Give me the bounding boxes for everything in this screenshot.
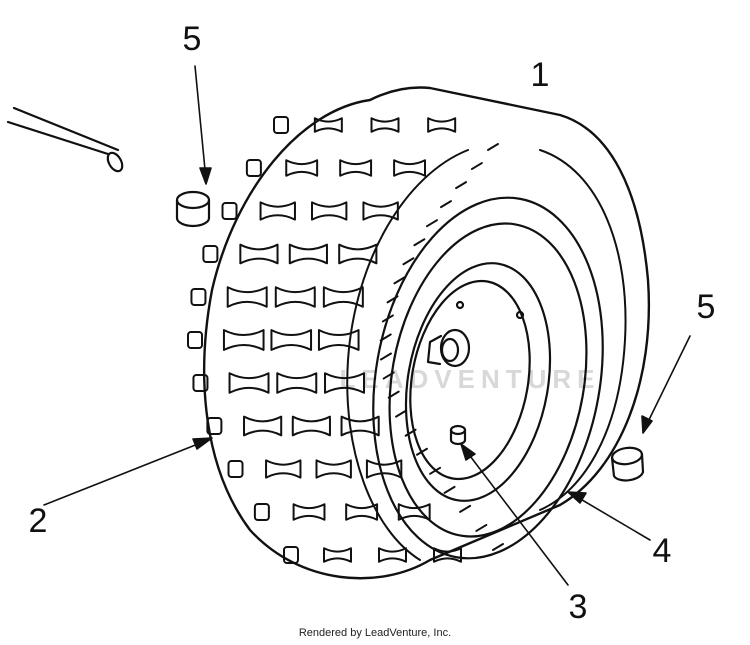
tread-lug <box>397 503 431 521</box>
tread-lug <box>259 201 296 221</box>
tread-lug <box>362 201 399 221</box>
sidewall-serration <box>470 162 483 171</box>
arrowhead-3 <box>460 443 476 461</box>
tread-lug <box>317 329 360 351</box>
sidewall-serration <box>425 219 438 228</box>
tread-edge-block <box>202 245 219 263</box>
tread-edge-block <box>245 159 262 177</box>
tread-lug <box>370 117 400 133</box>
sidewall-serration <box>379 352 392 361</box>
tread-lug <box>276 372 318 394</box>
valve-stem <box>449 424 467 446</box>
tread-lug <box>310 201 348 221</box>
tread-lug <box>322 286 364 308</box>
arrowhead-5-right <box>641 415 653 434</box>
sidewall-serration <box>487 143 499 151</box>
tread-lug <box>340 415 380 437</box>
wheel-hub <box>426 300 525 368</box>
tread-edge-block <box>273 116 289 134</box>
callout-5-left: 5 <box>183 20 202 58</box>
tread-edge-block <box>187 331 203 349</box>
tread-lug <box>345 503 379 521</box>
callout-1: 1 <box>531 56 550 94</box>
callout-3: 3 <box>569 588 588 626</box>
tread-lug <box>339 159 373 177</box>
sidewall-serration <box>439 200 452 209</box>
tread-lug <box>433 547 462 563</box>
sidewall-serration <box>443 485 456 494</box>
leader-5-left <box>194 65 207 181</box>
axle-shaft <box>6 106 124 173</box>
callout-2: 2 <box>29 502 48 540</box>
tread-lug <box>313 117 343 133</box>
tread-lug <box>427 117 457 133</box>
tread-lug <box>292 503 326 521</box>
tread-lug <box>222 329 265 351</box>
sidewall-serration <box>413 238 426 247</box>
tread-lug <box>228 372 270 394</box>
tread-lug <box>323 547 352 563</box>
tread-lug <box>393 159 426 177</box>
sidewall-serration <box>475 523 488 532</box>
tread-edge-block <box>192 374 209 392</box>
sidewall-serration <box>395 409 408 418</box>
tread-edge-block <box>206 417 223 435</box>
tread-lug <box>315 459 352 479</box>
leader-4 <box>571 493 651 541</box>
sidewall-serration <box>492 543 504 551</box>
tread-lug <box>226 286 268 308</box>
tread-edge-block <box>227 460 244 478</box>
tread-lug <box>378 547 407 563</box>
tire <box>203 86 651 580</box>
callout-5-right: 5 <box>697 288 716 326</box>
sidewall-serration <box>455 181 468 190</box>
arrowhead-4 <box>567 491 587 504</box>
watermark: LEADVENTURE <box>339 364 600 394</box>
leader-2 <box>43 439 209 506</box>
sidewall-serration <box>459 504 472 513</box>
sidewall-serration <box>393 276 406 285</box>
arrowhead-2 <box>192 437 213 450</box>
tread-edge-block <box>190 288 207 306</box>
tread-edge-block <box>221 202 238 220</box>
tread-lug <box>285 159 319 177</box>
leader-lines <box>43 65 691 586</box>
tread-lug <box>265 459 302 479</box>
tread-lug <box>324 372 366 394</box>
tread-lug <box>274 286 316 308</box>
tread-lug <box>288 243 328 265</box>
leader-5-right <box>643 335 691 431</box>
tread-lug <box>338 243 378 265</box>
credit-line: Rendered by LeadVenture, Inc. <box>299 627 451 639</box>
tread-lug <box>270 329 313 351</box>
bushing-left <box>175 190 211 228</box>
wheel-rim <box>372 196 604 560</box>
leader-3 <box>463 447 569 586</box>
bushing-right <box>610 446 645 482</box>
tread-lug <box>243 415 283 437</box>
callout-4: 4 <box>653 532 672 570</box>
tread-lug <box>291 415 331 437</box>
tread-lug <box>365 459 403 479</box>
tread-edge-block <box>283 546 299 564</box>
tread-edge-block <box>253 503 270 521</box>
tread-lug <box>239 243 279 265</box>
tire-tread <box>187 116 504 564</box>
arrowhead-5-left <box>199 167 212 185</box>
sidewall-serration <box>402 257 415 266</box>
